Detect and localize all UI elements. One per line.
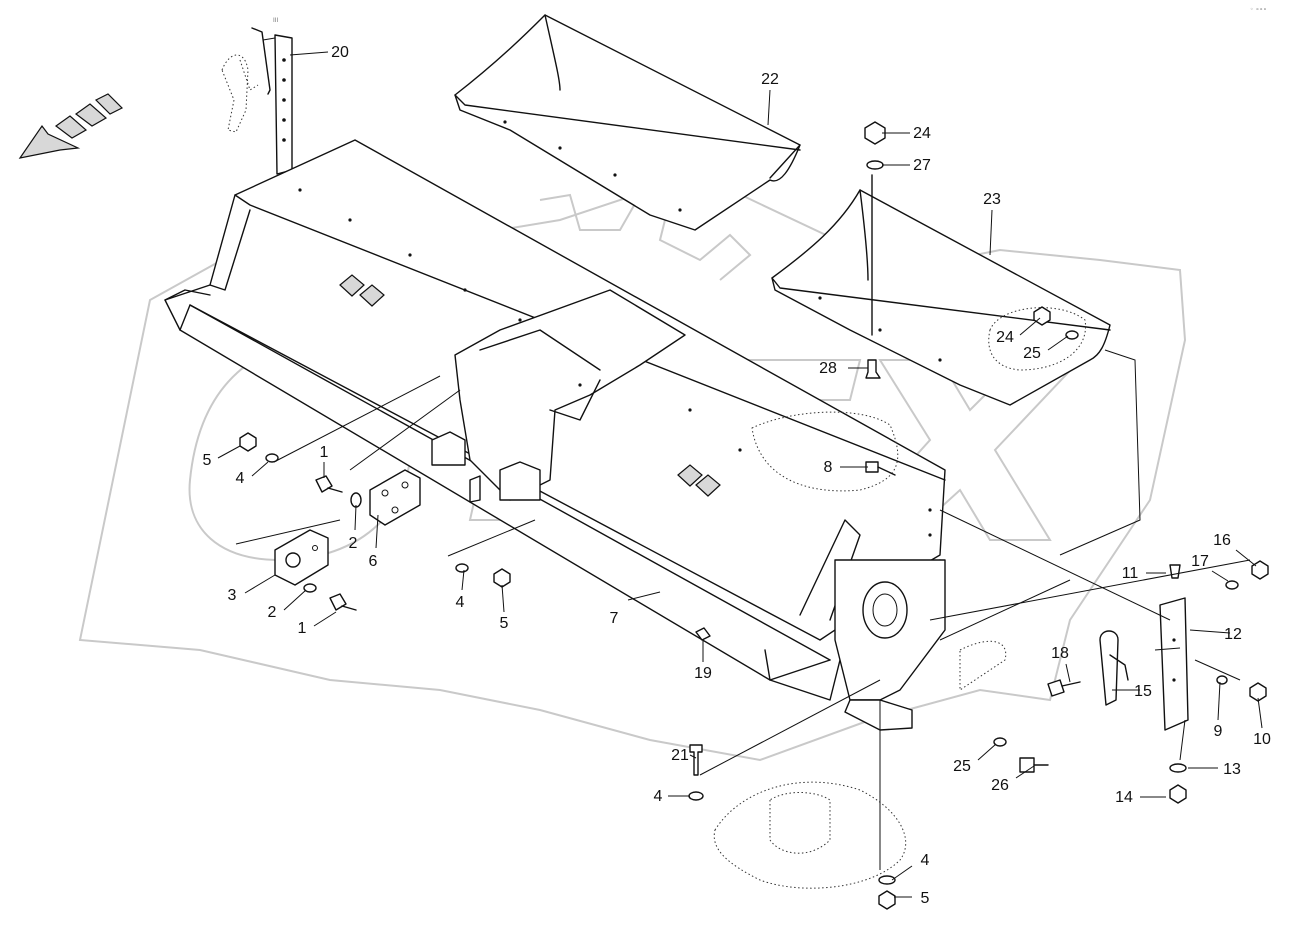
callout-c26: 26 xyxy=(991,766,1034,794)
callout-c13: 13 xyxy=(1188,761,1241,778)
callout-c16: 16 xyxy=(1213,532,1256,566)
callout-leader xyxy=(462,570,464,590)
callout-label: 1 xyxy=(320,444,329,461)
callout-c25b: 25 xyxy=(953,744,996,775)
callout-label: 4 xyxy=(456,594,465,611)
callout-label: 8 xyxy=(824,459,833,476)
part-3-plate xyxy=(275,530,328,585)
callout-label: 5 xyxy=(921,890,930,907)
callout-c4c: 4 xyxy=(654,788,690,805)
callout-label: 9 xyxy=(1214,723,1223,740)
callout-leader xyxy=(314,612,336,626)
callout-c10: 10 xyxy=(1253,698,1271,748)
callout-label: 16 xyxy=(1213,532,1231,549)
main-frame xyxy=(165,140,945,700)
callout-c23: 23 xyxy=(983,191,1001,255)
callout-c4d: 4 xyxy=(892,852,930,880)
part-12-bracket xyxy=(1155,598,1188,730)
callout-c17: 17 xyxy=(1191,553,1228,581)
callout-label: 18 xyxy=(1051,645,1069,662)
callout-label: 22 xyxy=(761,71,779,88)
callout-leader xyxy=(1258,698,1262,728)
callout-label: 28 xyxy=(819,360,837,377)
callout-leader xyxy=(355,505,356,530)
callout-c1a: 1 xyxy=(320,444,329,478)
callout-label: 2 xyxy=(349,535,358,552)
callout-leader xyxy=(252,462,268,476)
callout-label: 6 xyxy=(369,553,378,570)
callout-c4a: 4 xyxy=(236,462,268,487)
callout-label: 25 xyxy=(953,758,971,775)
svg-text:III: III xyxy=(273,17,279,24)
callout-leader xyxy=(768,90,770,125)
callout-c3: 3 xyxy=(228,575,275,604)
callout-c18: 18 xyxy=(1051,645,1070,682)
callout-label: 3 xyxy=(228,587,237,604)
callout-leader xyxy=(978,744,996,760)
callout-leader xyxy=(218,446,240,458)
callout-c15: 15 xyxy=(1112,683,1152,700)
callout-leader xyxy=(290,52,328,55)
callout-label: 15 xyxy=(1134,683,1152,700)
direction-arrow-icon xyxy=(20,94,122,158)
callout-label: 19 xyxy=(694,665,712,682)
callout-leader xyxy=(1212,571,1228,581)
callout-leader xyxy=(502,585,504,612)
callout-label: 13 xyxy=(1223,761,1241,778)
callout-c6: 6 xyxy=(369,515,378,570)
callout-c5a: 5 xyxy=(203,446,240,469)
callout-label: 20 xyxy=(331,44,349,61)
callout-c28: 28 xyxy=(819,360,868,377)
callout-label: 10 xyxy=(1253,731,1271,748)
callout-c4b: 4 xyxy=(456,570,465,611)
callout-label: 21 xyxy=(671,747,689,764)
callout-label: 4 xyxy=(236,470,245,487)
callout-label: 7 xyxy=(610,610,619,627)
callout-label: 24 xyxy=(913,125,931,142)
callout-label: 2 xyxy=(268,604,277,621)
callout-c5c: 5 xyxy=(894,890,930,907)
callout-c2b: 2 xyxy=(268,590,306,621)
callout-c24a: 24 xyxy=(882,125,931,142)
callout-label: 24 xyxy=(996,329,1014,346)
callout-label: 5 xyxy=(203,452,212,469)
callout-leader xyxy=(1218,682,1220,720)
callout-label: 1 xyxy=(298,620,307,637)
callout-label: 23 xyxy=(983,191,1001,208)
corner-mark: ◦⁲ ∘∘∘ xyxy=(1250,6,1267,13)
callout-label: 27 xyxy=(913,157,931,174)
callout-leader xyxy=(1236,550,1256,566)
part-20-bracket: III xyxy=(222,17,292,174)
callout-c2a: 2 xyxy=(349,505,358,552)
callout-label: 5 xyxy=(500,615,509,632)
callout-label: 4 xyxy=(654,788,663,805)
callout-label: 17 xyxy=(1191,553,1209,570)
callout-leader xyxy=(990,210,992,255)
callout-c9: 9 xyxy=(1214,682,1223,740)
callout-label: 26 xyxy=(991,777,1009,794)
callout-leader xyxy=(892,866,912,880)
part-15-latch xyxy=(1100,631,1128,705)
callout-c22: 22 xyxy=(761,71,779,125)
callout-label: 11 xyxy=(1122,565,1139,582)
callout-c1b: 1 xyxy=(298,612,336,637)
callout-c27: 27 xyxy=(882,157,931,174)
callout-c12: 12 xyxy=(1190,626,1242,643)
callout-c14: 14 xyxy=(1115,789,1166,806)
callout-c20: 20 xyxy=(290,44,349,61)
callout-leader xyxy=(245,575,275,593)
callout-leader xyxy=(1066,664,1070,682)
callout-label: 25 xyxy=(1023,345,1041,362)
callout-c19: 19 xyxy=(694,640,712,682)
callout-label: 12 xyxy=(1224,626,1242,643)
callout-label: 4 xyxy=(921,852,930,869)
callout-leader xyxy=(284,590,306,610)
callout-label: 14 xyxy=(1115,789,1133,806)
callout-c5b: 5 xyxy=(500,585,509,632)
